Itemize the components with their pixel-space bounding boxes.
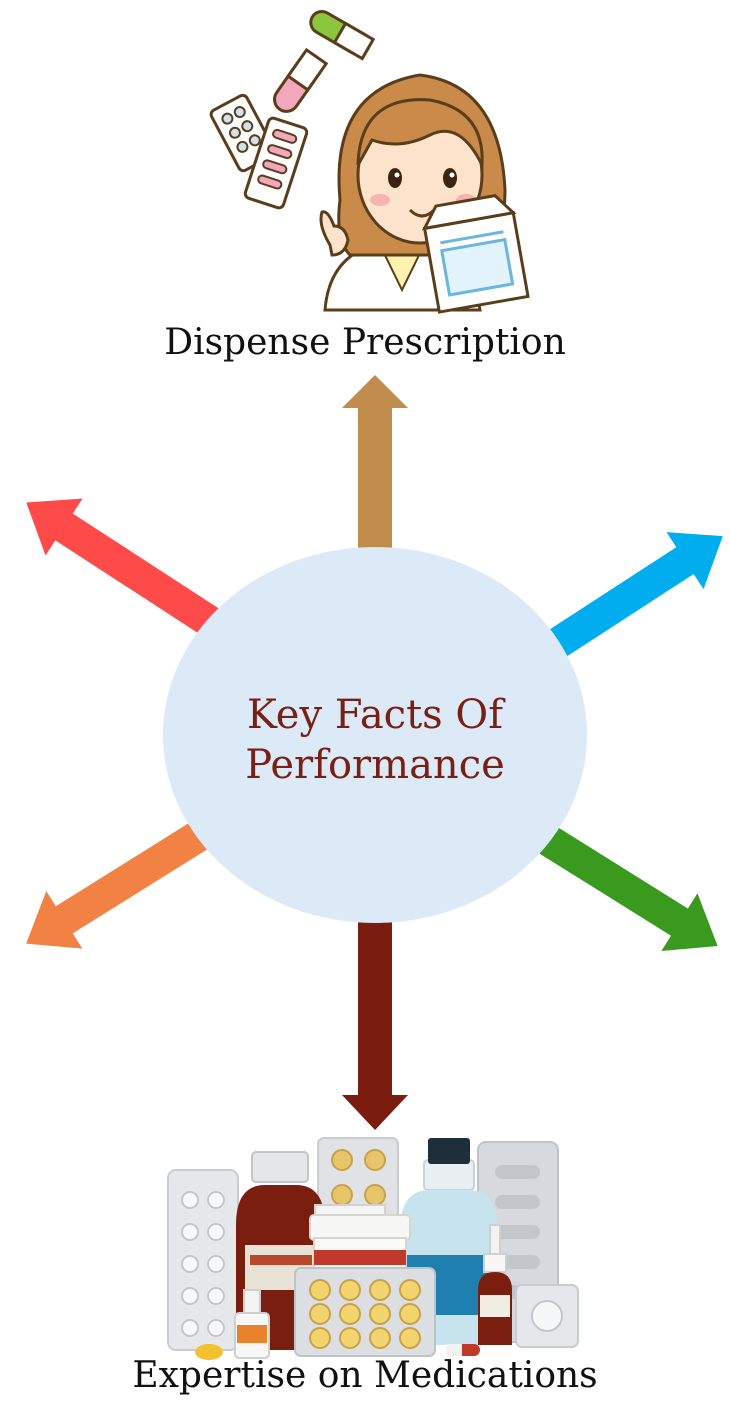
top-label: Dispense Prescription bbox=[164, 322, 566, 363]
arrow-upper-left bbox=[26, 498, 224, 639]
arrow-upper-right bbox=[546, 532, 723, 659]
center-title: Key Facts Of Performance bbox=[165, 690, 585, 790]
bottom-label: Expertise on Medications bbox=[132, 1355, 598, 1396]
center-title-line1: Key Facts Of bbox=[247, 692, 503, 738]
pharmacist-illustration bbox=[209, 10, 530, 314]
arrow-lower-left bbox=[26, 821, 209, 949]
medications-illustration bbox=[167, 1137, 579, 1360]
arrow-lower-right bbox=[539, 826, 718, 951]
center-title-line2: Performance bbox=[245, 742, 505, 788]
arrow-down bbox=[342, 920, 408, 1130]
arrow-up bbox=[342, 375, 408, 565]
center-circle bbox=[163, 547, 587, 923]
